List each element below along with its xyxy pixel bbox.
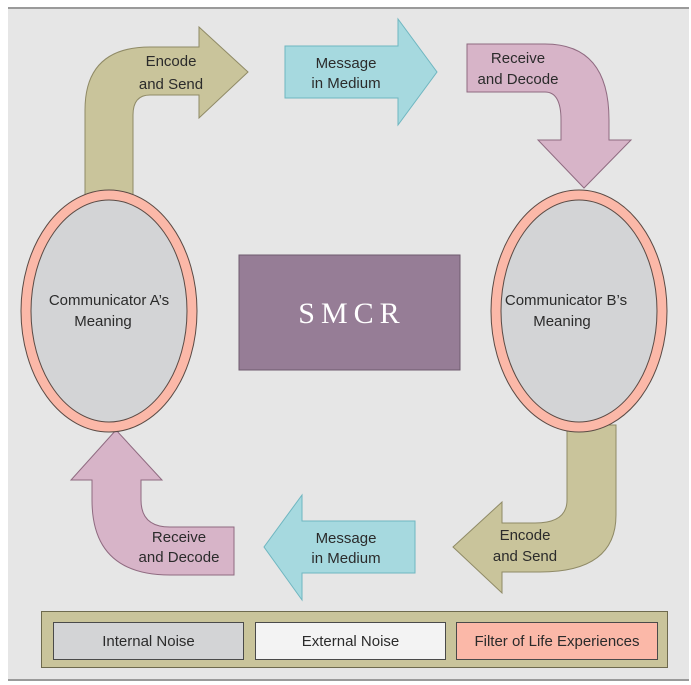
arrow-top-decode-line2: and Decode [478,71,559,88]
communicator-a-meaning: Communicator A’s Meaning [20,189,198,433]
arrow-bottom-message-medium: Message in Medium [263,493,416,602]
arrow-top-decode-line1: Receive [491,50,545,67]
communicator-b-meaning: Communicator B’s Meaning [490,189,668,433]
communicator-a-line2: Meaning [74,313,132,330]
smcr-box: SMCR [238,254,461,371]
arrow-top-encode-line1: Encode [146,53,197,70]
legend-external-noise: External Noise [255,622,446,660]
arrow-bottom-decode-line2: and Decode [139,549,220,566]
communicator-a-line1: Communicator A’s [49,292,169,309]
arrow-top-message-line2: in Medium [311,75,380,92]
smcr-label: SMCR [298,297,405,330]
arrow-bottom-message-line2: in Medium [311,550,380,567]
arrow-bottom-encode-line2: and Send [493,548,557,565]
arrow-top-receive-decode: Receive and Decode [466,43,633,189]
communicator-b-line2: Meaning [533,313,591,330]
legend-internal-noise: Internal Noise [53,622,244,660]
arrow-top-message-line1: Message [316,55,377,72]
arrow-bottom-encode-send: Encode and Send [452,424,617,595]
arrow-top-message-medium: Message in Medium [284,17,438,127]
communicator-b-line1: Communicator B’s [505,292,627,309]
arrow-bottom-receive-decode: Receive and Decode [69,429,235,576]
meaning-core-a [30,199,188,423]
arrow-bottom-encode-line1: Encode [500,527,551,544]
legend-filter-life-experiences: Filter of Life Experiences [456,622,658,660]
legend: Internal Noise External Noise Filter of … [41,611,668,668]
arrow-bottom-decode-line1: Receive [152,529,206,546]
arrow-top-encode-line2: and Send [139,76,203,93]
arrow-bottom-message-line1: Message [316,530,377,547]
arrow-top-encode-send: Encode and Send [84,25,249,196]
meaning-core-b [500,199,658,423]
